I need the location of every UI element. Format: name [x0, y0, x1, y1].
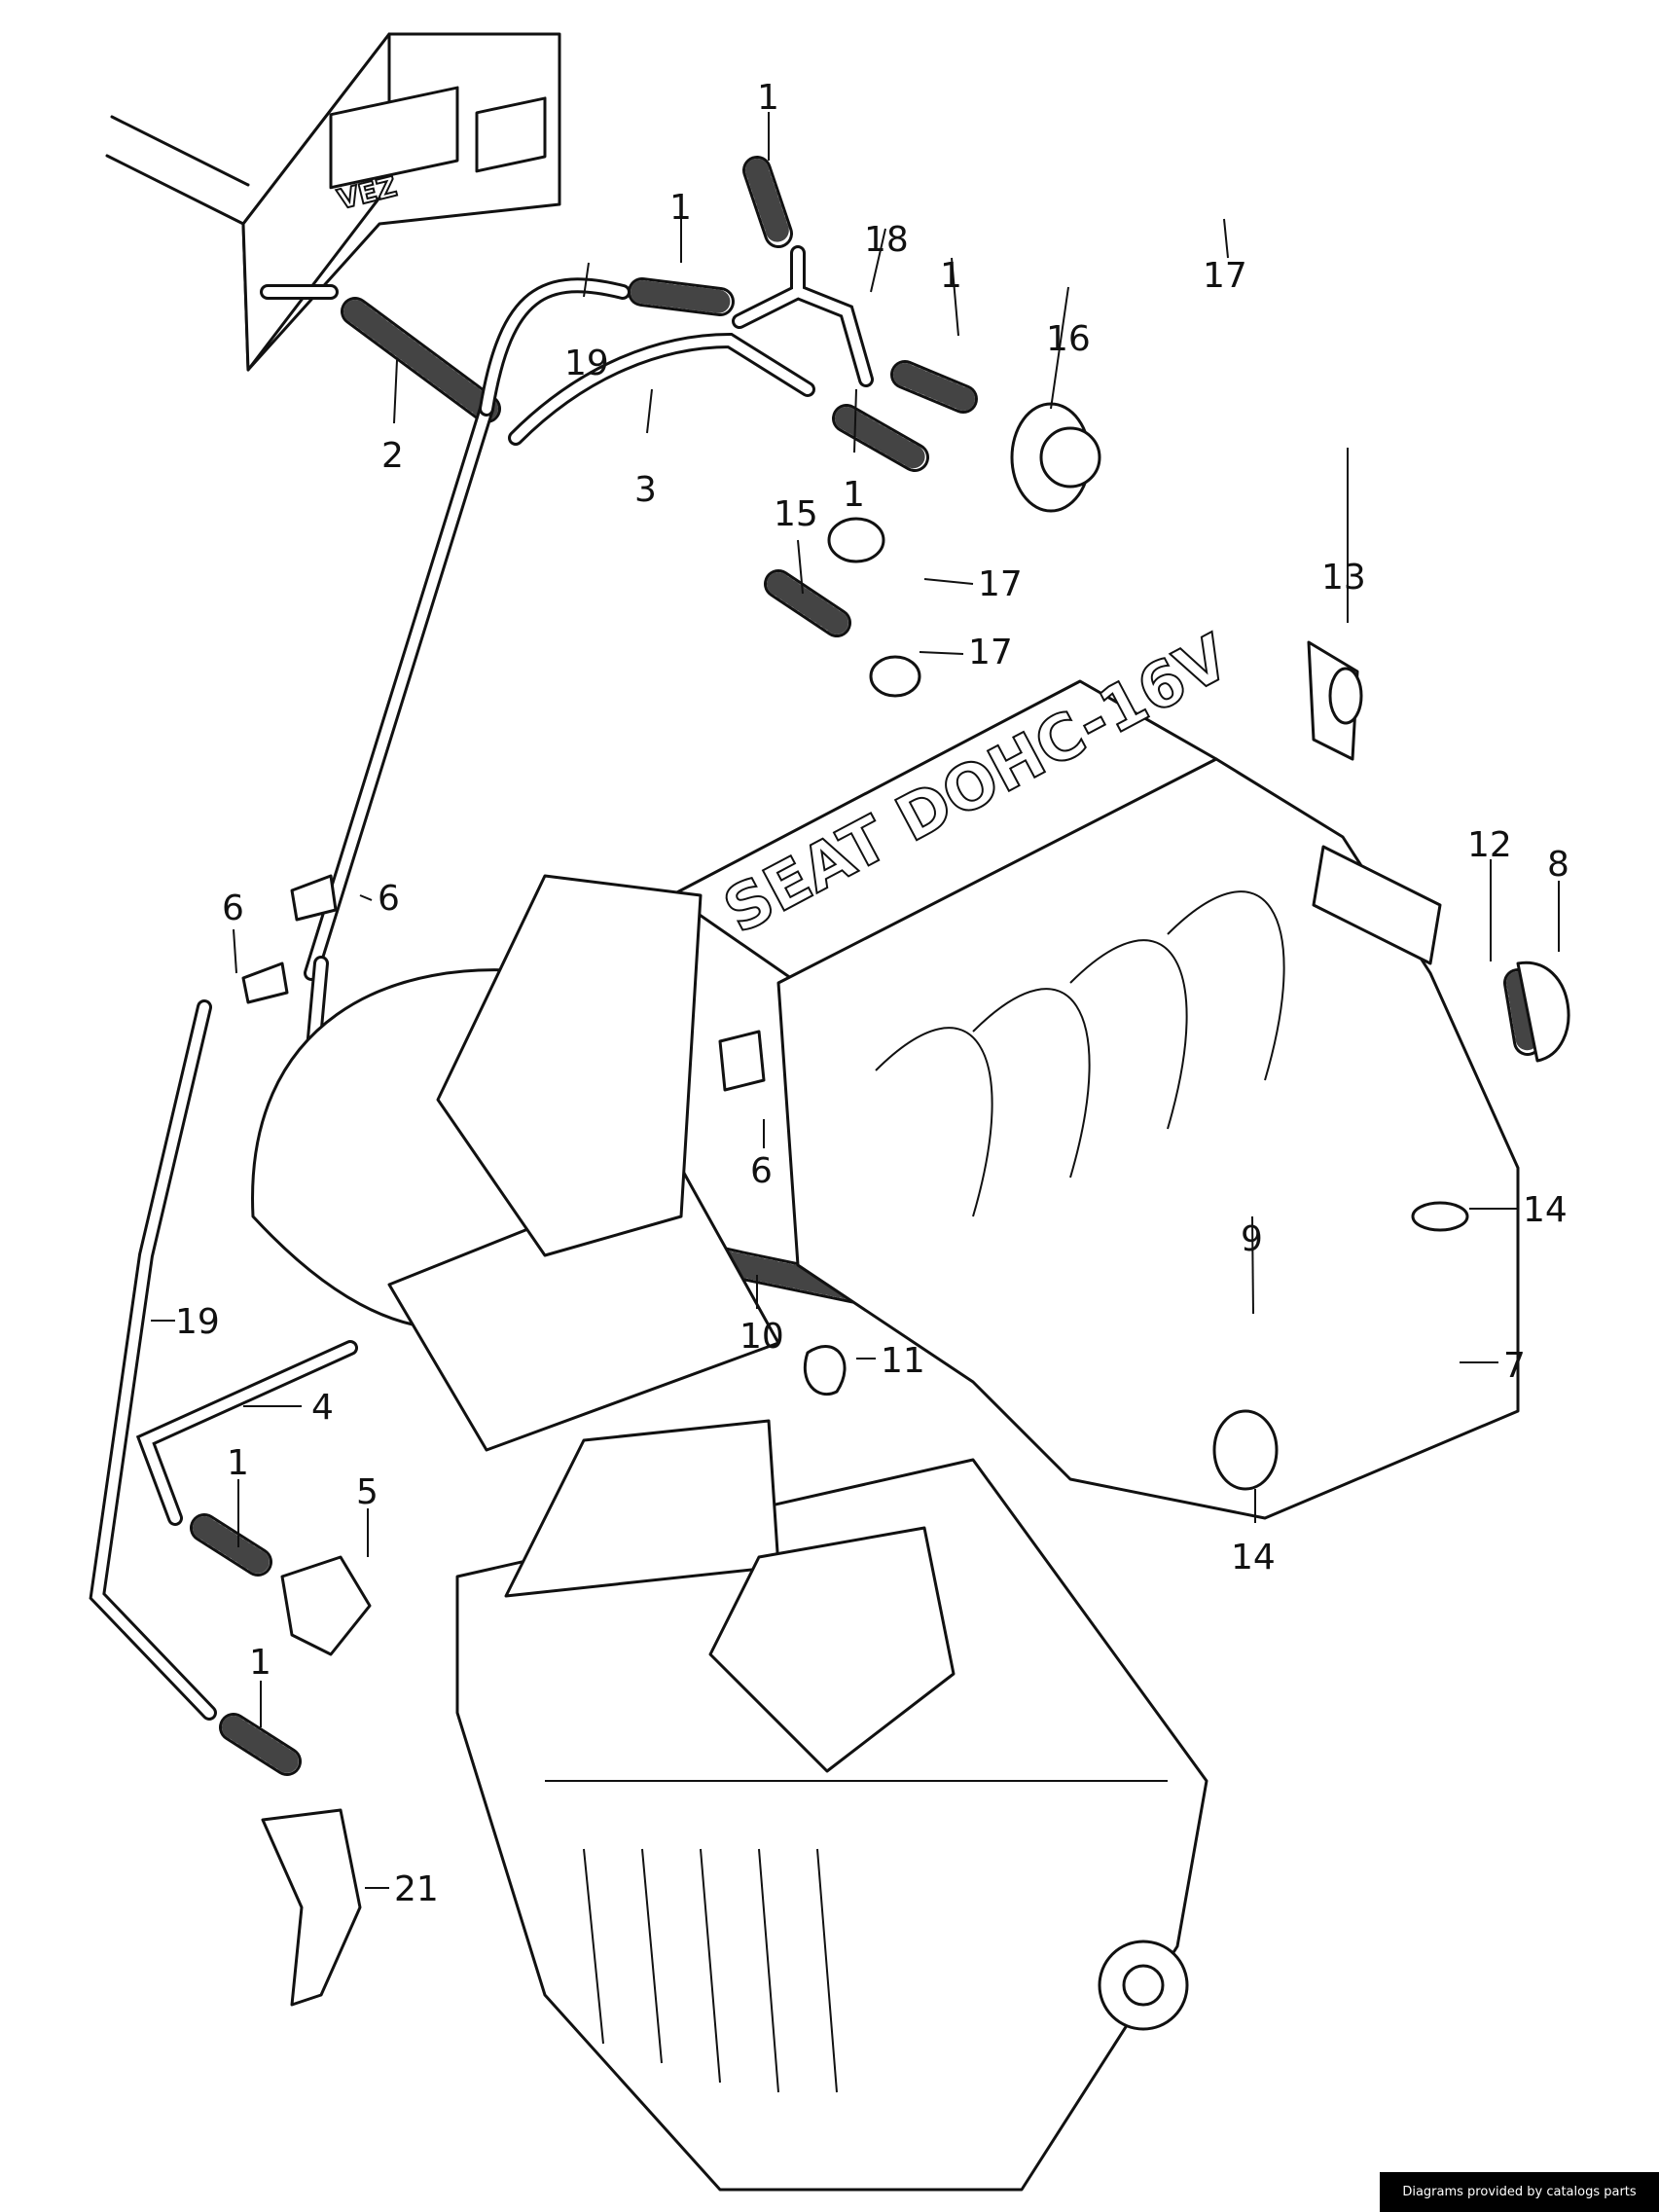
callout-19: 19 — [564, 344, 609, 383]
callout-1: 1 — [669, 188, 692, 228]
callout-21: 21 — [394, 1869, 439, 1909]
callout-9: 9 — [1241, 1219, 1263, 1259]
callout-1: 1 — [843, 475, 865, 515]
callout-5: 5 — [356, 1472, 379, 1512]
callout-1: 1 — [757, 78, 779, 118]
callout-15: 15 — [774, 494, 818, 534]
callout-17: 17 — [968, 633, 1013, 672]
callout-13: 13 — [1321, 558, 1366, 598]
callout-4: 4 — [311, 1388, 334, 1428]
callout-6: 6 — [222, 888, 244, 928]
callout-11: 11 — [881, 1341, 925, 1381]
callout-2: 2 — [381, 436, 404, 476]
callout-18: 18 — [864, 220, 909, 260]
callout-1: 1 — [249, 1643, 271, 1683]
callout-17: 17 — [1203, 256, 1247, 296]
callout-12: 12 — [1467, 825, 1512, 865]
callout-14: 14 — [1523, 1190, 1568, 1230]
leader-lines — [151, 112, 1560, 1889]
callout-8: 8 — [1547, 845, 1569, 885]
callout-1: 1 — [940, 256, 962, 296]
callout-3: 3 — [634, 470, 657, 510]
callout-14: 14 — [1231, 1538, 1276, 1577]
callout-6: 6 — [750, 1151, 773, 1191]
callout-10: 10 — [739, 1317, 784, 1357]
callout-16: 16 — [1046, 319, 1091, 359]
control-unit-vez: VEZ — [105, 32, 561, 372]
callout-19: 19 — [175, 1302, 220, 1342]
small-parts — [241, 402, 1570, 2007]
callout-6: 6 — [378, 879, 400, 919]
callout-labels: 1 1 18 1 17 16 19 2 3 1 15 17 17 13 6 6 … — [175, 78, 1569, 1909]
callout-7: 7 — [1503, 1346, 1526, 1386]
credit-banner: Diagrams provided by catalogs parts — [1380, 2172, 1659, 2212]
callout-17: 17 — [978, 564, 1023, 604]
callout-1: 1 — [227, 1443, 249, 1483]
